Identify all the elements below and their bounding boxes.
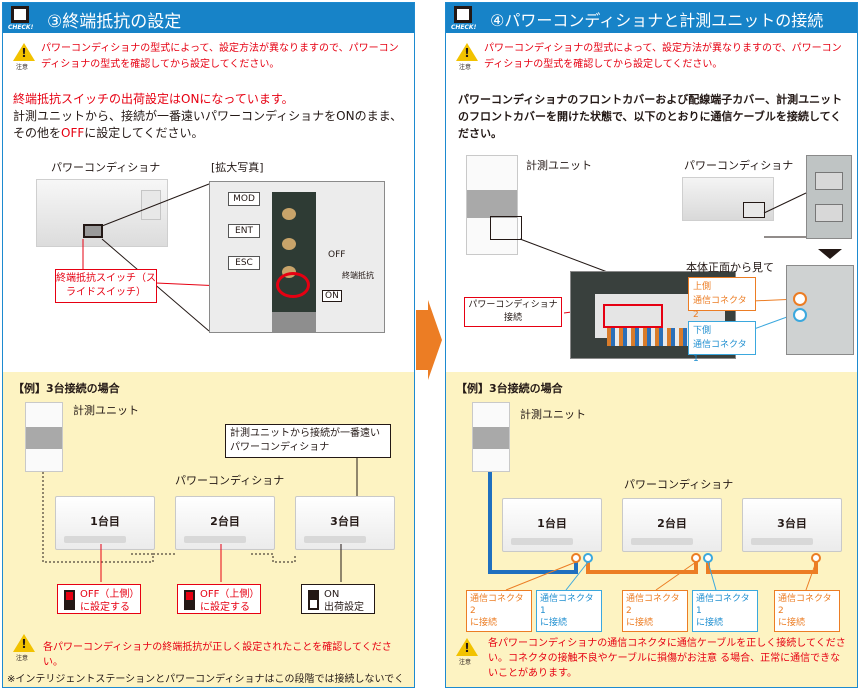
- front-view-label: 本体正面から見て: [686, 261, 774, 274]
- switch-setting-1: OFF（上側）に設定する: [57, 584, 141, 614]
- terminator-switch-callout: 終端抵抗スイッチ（スライドスイッチ）: [55, 269, 157, 303]
- example-title: 【例】3台接続の場合: [456, 382, 563, 395]
- measurement-unit: [25, 402, 63, 472]
- check-label: CHECK!: [8, 24, 34, 31]
- checkbox-icon: [11, 6, 29, 23]
- pcs-unit-3: 3台目: [295, 496, 395, 550]
- checkbox-icon: [454, 6, 472, 23]
- farthest-pcs-callout: 計測ユニットから接続が一番遠いパワーコンディショナ: [225, 424, 391, 458]
- mod-key: MOD: [228, 192, 260, 206]
- bottom-caution-text: 各パワーコンディショナの通信コネクタに通信ケーブルを正しく接続してください。コネ…: [488, 638, 846, 679]
- bottom-caution-text: 各パワーコンディショナの終端抵抗が正しく設定されたことを確認してください。: [43, 642, 392, 668]
- caution-icon: ! 注意: [456, 43, 480, 71]
- caution-text: パワーコンディショナの型式によって、設定方法が異なりますので、パワーコンディショ…: [484, 43, 842, 70]
- measurement-unit: [472, 402, 510, 472]
- check-label: CHECK!: [451, 24, 477, 31]
- next-step-arrow: [416, 300, 442, 380]
- pcs-photo: [682, 177, 774, 221]
- unit-photo: [466, 155, 518, 255]
- pcs-unit-3: 3台目: [742, 498, 842, 552]
- instruction-text: パワーコンディショナのフロントカバーおよび配線端子カバー、計測ユニットのフロント…: [458, 93, 843, 140]
- right-wiring: [488, 472, 821, 591]
- unit-label: 計測ユニット: [520, 408, 586, 421]
- unit-label: 計測ユニット: [73, 404, 139, 417]
- panel-title: ④パワーコンディショナと計測ユニットの接続: [490, 11, 824, 30]
- pcs-photo-label: パワーコンディショナ: [684, 159, 794, 172]
- example-section: 【例】3台接続の場合 計測ユニット パワーコンディショナ 計測ユニットから接続が…: [3, 372, 414, 687]
- esc-key: ESC: [228, 256, 260, 270]
- pcs-connect-callout: パワーコンディショナ接続: [464, 297, 562, 327]
- bottom-caution-icon: ! 注意: [456, 638, 480, 666]
- zoom-photo: MOD ENT ESC OFF 終端抵抗 ON: [209, 181, 385, 333]
- pcs-photo: [36, 179, 168, 247]
- pcs-unit-2: 2台目: [622, 498, 722, 552]
- shipping-note: 終端抵抗スイッチの出荷設定はONになっています。: [13, 92, 294, 106]
- pcs-unit-1: 1台目: [55, 496, 155, 550]
- switch-setting-2: OFF（上側）に設定する: [177, 584, 261, 614]
- unit-zoom-marker: [490, 216, 522, 240]
- connection-panel: CHECK! ④パワーコンディショナと計測ユニットの接続 ! 注意 パワーコンデ…: [445, 2, 858, 688]
- connector-closeup-photo: [786, 265, 854, 355]
- panel-header: CHECK! ③終端抵抗の設定: [3, 3, 414, 33]
- left-wiring: [42, 458, 358, 582]
- ent-key: ENT: [228, 224, 260, 238]
- terminator-setting-panel: CHECK! ③終端抵抗の設定 ! 注意 パワーコンディショナの型式によって、設…: [2, 2, 415, 688]
- footnote: ※インテリジェントステーションとパワーコンディショナはこの段階では接続しないでく…: [7, 674, 405, 685]
- pcs-unit-1: 1台目: [502, 498, 602, 552]
- pcs-unit-2: 2台目: [175, 496, 275, 550]
- panel-title: ③終端抵抗の設定: [47, 12, 182, 32]
- panel-header: CHECK! ④パワーコンディショナと計測ユニットの接続: [446, 3, 857, 33]
- unit-photo-label: 計測ユニット: [526, 159, 592, 172]
- example-title: 【例】3台接続の場合: [13, 382, 120, 395]
- bottom-caution-icon: ! 注意: [13, 634, 37, 662]
- pcs-photo-label: パワーコンディショナ: [51, 161, 161, 174]
- connector-photo: [806, 155, 852, 239]
- pcs-label: パワーコンディショナ: [624, 478, 734, 491]
- instruction-text: 計測ユニットから、接続が一番遠いパワーコンディショナをONのまま、その他をOFF…: [13, 109, 403, 140]
- example-section: 【例】3台接続の場合 計測ユニット パワーコンディショナ 1台目 2台目 3台目…: [446, 372, 857, 687]
- upper-connector-callout: 上側通信コネクタ2: [688, 277, 756, 320]
- photo-off: OFF: [328, 250, 346, 260]
- caution-text: パワーコンディショナの型式によって、設定方法が異なりますので、パワーコンディショ…: [41, 43, 399, 70]
- photo-term: 終端抵抗: [342, 271, 374, 280]
- zoom-label: [拡大写真]: [211, 161, 264, 174]
- pcs-label: パワーコンディショナ: [175, 474, 285, 487]
- caution-icon: ! 注意: [13, 43, 37, 71]
- lower-connector-callout: 下側通信コネクタ1: [688, 321, 756, 364]
- photo-on: ON: [322, 290, 342, 302]
